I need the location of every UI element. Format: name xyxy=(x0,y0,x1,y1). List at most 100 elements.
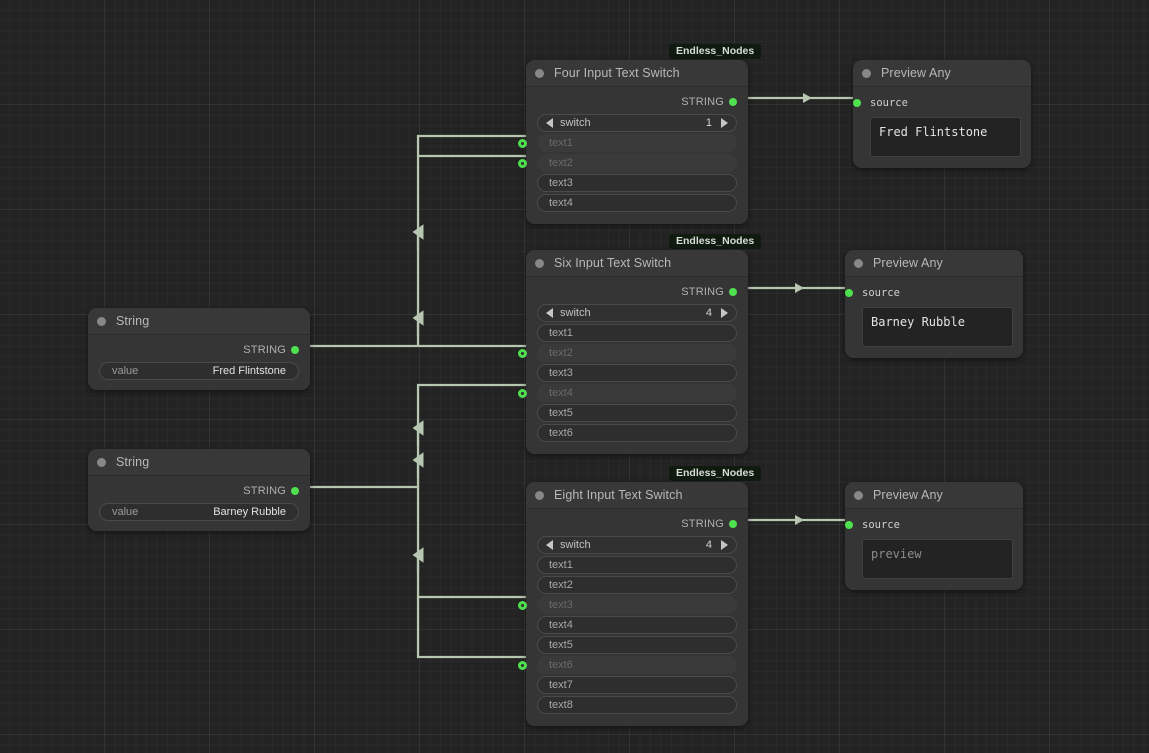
input-slot-text4[interactable]: text4 xyxy=(518,384,737,402)
node-body: STRING value Fred Flintstone xyxy=(88,335,310,390)
collapse-dot-icon[interactable] xyxy=(97,316,106,326)
preview-text: preview xyxy=(871,547,922,561)
input-port-dot-icon[interactable] xyxy=(518,388,527,398)
switch-value[interactable]: 4 xyxy=(705,307,712,319)
stepper-left-arrow-icon[interactable] xyxy=(546,118,553,128)
input-slot-label: text5 xyxy=(549,639,573,651)
output-slot-string[interactable]: STRING xyxy=(537,283,737,300)
output-port-dot-icon[interactable] xyxy=(729,97,737,106)
stepper-left-arrow-icon[interactable] xyxy=(546,540,553,550)
input-slot-text4[interactable]: text4 xyxy=(537,194,737,212)
switch-value[interactable]: 1 xyxy=(705,117,712,129)
stepper-right-arrow-icon[interactable] xyxy=(721,308,728,318)
input-slot-text1[interactable]: text1 xyxy=(537,324,737,342)
input-slot-text4[interactable]: text4 xyxy=(537,616,737,634)
node-title-bar[interactable]: Preview Any xyxy=(853,60,1031,87)
input-slot-text3[interactable]: text3 xyxy=(537,174,737,192)
node-preview-any-middle[interactable]: Preview Any source Barney Rubble xyxy=(845,250,1023,358)
output-slot-label: STRING xyxy=(681,95,724,108)
value-widget[interactable]: value Fred Flintstone xyxy=(99,362,299,380)
input-slot-text5[interactable]: text5 xyxy=(537,636,737,654)
switch-stepper[interactable]: switch 1 xyxy=(537,114,737,132)
output-port-dot-icon[interactable] xyxy=(729,519,737,528)
node-body: STRING switch 4 text1 text2 text3 tex xyxy=(518,277,748,454)
input-slot-label: text1 xyxy=(549,327,573,339)
output-slot-string[interactable]: STRING xyxy=(99,482,299,499)
node-string-fred[interactable]: String STRING value Fred Flintstone xyxy=(88,308,310,390)
input-port-dot-icon[interactable] xyxy=(845,289,853,297)
value-widget-value[interactable]: Fred Flintstone xyxy=(212,365,286,377)
output-slot-string[interactable]: STRING xyxy=(99,341,299,358)
input-slot-label: text3 xyxy=(549,367,573,379)
node-preview-any-top[interactable]: Preview Any source Fred Flintstone xyxy=(853,60,1031,168)
input-slot-label: text7 xyxy=(549,679,573,691)
stepper-right-arrow-icon[interactable] xyxy=(721,540,728,550)
switch-label: switch xyxy=(560,117,591,129)
node-title-bar[interactable]: Preview Any xyxy=(845,250,1023,277)
output-slot-label: STRING xyxy=(243,484,286,497)
node-preview-any-bottom[interactable]: Preview Any source preview xyxy=(845,482,1023,590)
preview-text-box[interactable]: Barney Rubble xyxy=(862,307,1013,347)
node-title-bar[interactable]: Four Input Text Switch xyxy=(526,60,748,87)
input-slot-label: text5 xyxy=(549,407,573,419)
input-slot-text2[interactable]: text2 xyxy=(518,154,737,172)
input-port-dot-icon[interactable] xyxy=(518,158,527,168)
switch-value[interactable]: 4 xyxy=(705,539,712,551)
node-title-bar[interactable]: String xyxy=(88,308,310,335)
switch-stepper[interactable]: switch 4 xyxy=(537,304,737,322)
input-slot-text3[interactable]: text3 xyxy=(537,364,737,382)
input-slot-text2[interactable]: text2 xyxy=(518,344,737,362)
input-slot-text8[interactable]: text8 xyxy=(537,696,737,714)
input-slot-text7[interactable]: text7 xyxy=(537,676,737,694)
preview-text-box[interactable]: Fred Flintstone xyxy=(870,117,1021,157)
node-six-input-text-switch[interactable]: Six Input Text Switch STRING switch 4 te… xyxy=(518,250,748,454)
collapse-dot-icon[interactable] xyxy=(535,258,544,268)
input-port-dot-icon[interactable] xyxy=(518,348,527,358)
stepper-right-arrow-icon[interactable] xyxy=(721,118,728,128)
collapse-dot-icon[interactable] xyxy=(535,68,544,78)
output-port-dot-icon[interactable] xyxy=(291,345,299,354)
input-slot-source[interactable]: source xyxy=(853,95,1021,111)
node-string-barney[interactable]: String STRING value Barney Rubble xyxy=(88,449,310,531)
input-slot-text5[interactable]: text5 xyxy=(537,404,737,422)
node-title-bar[interactable]: Eight Input Text Switch xyxy=(526,482,748,509)
input-slot-source[interactable]: source xyxy=(845,285,1013,301)
node-four-input-text-switch[interactable]: Four Input Text Switch STRING switch 1 t… xyxy=(518,60,748,224)
output-slot-string[interactable]: STRING xyxy=(537,515,737,532)
node-badge-endless-nodes: Endless_Nodes xyxy=(669,44,762,59)
collapse-dot-icon[interactable] xyxy=(854,490,863,500)
node-title-bar[interactable]: Preview Any xyxy=(845,482,1023,509)
stepper-left-arrow-icon[interactable] xyxy=(546,308,553,318)
input-port-dot-icon[interactable] xyxy=(518,600,527,610)
preview-text-box[interactable]: preview xyxy=(862,539,1013,579)
input-slot-text3[interactable]: text3 xyxy=(518,596,737,614)
node-title-bar[interactable]: Six Input Text Switch xyxy=(526,250,748,277)
input-slot-label: text1 xyxy=(549,137,573,149)
output-port-dot-icon[interactable] xyxy=(729,287,737,296)
input-port-dot-icon[interactable] xyxy=(518,660,527,670)
input-slot-label: text8 xyxy=(549,699,573,711)
collapse-dot-icon[interactable] xyxy=(862,68,871,78)
input-port-dot-icon[interactable] xyxy=(845,521,853,529)
input-slot-text6[interactable]: text6 xyxy=(518,656,737,674)
input-slot-text6[interactable]: text6 xyxy=(537,424,737,442)
input-port-dot-icon[interactable] xyxy=(853,99,861,107)
input-slot-source[interactable]: source xyxy=(845,517,1013,533)
node-eight-input-text-switch[interactable]: Eight Input Text Switch STRING switch 4 … xyxy=(518,482,748,726)
input-slot-text1[interactable]: text1 xyxy=(518,134,737,152)
input-slot-label: text2 xyxy=(549,579,573,591)
value-widget[interactable]: value Barney Rubble xyxy=(99,503,299,521)
collapse-dot-icon[interactable] xyxy=(97,457,106,467)
output-port-dot-icon[interactable] xyxy=(291,486,299,495)
value-widget-value[interactable]: Barney Rubble xyxy=(213,506,286,518)
switch-stepper[interactable]: switch 4 xyxy=(537,536,737,554)
input-slot-text2[interactable]: text2 xyxy=(537,576,737,594)
output-slot-string[interactable]: STRING xyxy=(537,93,737,110)
collapse-dot-icon[interactable] xyxy=(535,490,544,500)
input-slot-label: text4 xyxy=(549,197,573,209)
collapse-dot-icon[interactable] xyxy=(854,258,863,268)
input-port-dot-icon[interactable] xyxy=(518,138,527,148)
node-title-bar[interactable]: String xyxy=(88,449,310,476)
input-slot-text1[interactable]: text1 xyxy=(537,556,737,574)
